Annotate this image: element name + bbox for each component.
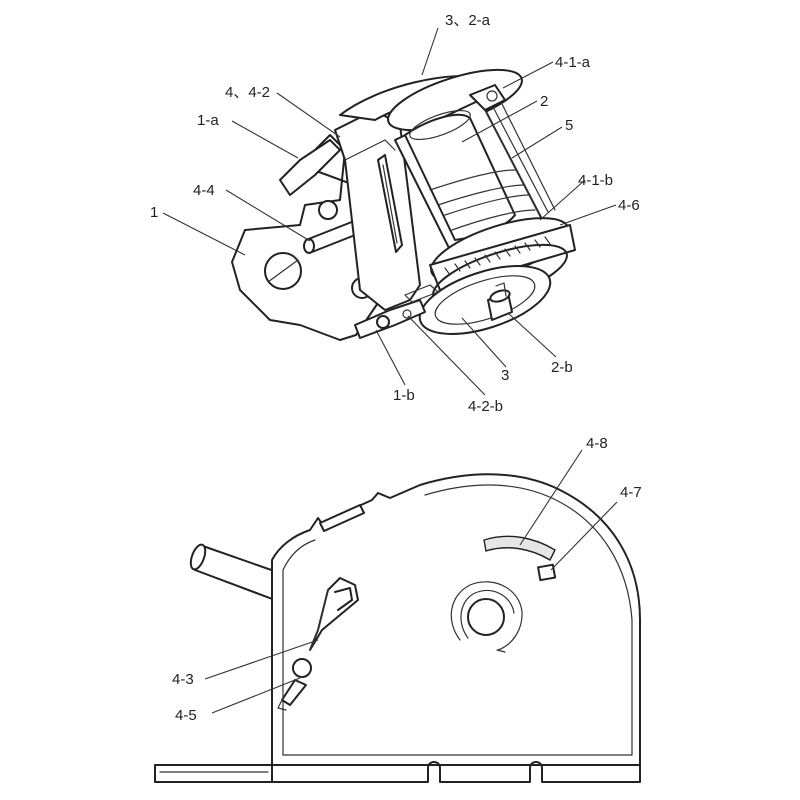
tab-1a <box>279 139 341 196</box>
label-2: 2 <box>540 93 548 110</box>
bottom-leaders <box>204 449 618 714</box>
label-4-4: 4-4 <box>193 182 215 199</box>
label-4-1a: 4-1-a <box>555 54 591 71</box>
bottom-labels: 4-8 4-7 4-3 4-5 <box>172 435 642 724</box>
label-1a: 1-a <box>197 112 219 129</box>
hub <box>450 581 523 653</box>
label-4-7: 4-7 <box>620 484 642 501</box>
label-3-2a: 3、2-a <box>445 12 491 29</box>
label-4-5: 4-5 <box>175 707 197 724</box>
label-1b: 1-b <box>393 387 415 404</box>
side-pin <box>189 543 281 601</box>
top-figure <box>231 68 576 341</box>
label-1: 1 <box>150 204 158 221</box>
bottom-edge <box>154 764 273 783</box>
label-4-2b: 4-2-b <box>468 398 503 415</box>
label-2b: 2-b <box>551 359 573 376</box>
top-slot <box>319 504 365 532</box>
bottom-disc <box>418 265 552 335</box>
arc-slot-4-8 <box>483 535 556 561</box>
shaft-2b <box>487 282 513 321</box>
latch-4-3 <box>277 577 359 711</box>
square-4-7 <box>537 563 557 582</box>
small-hole-upper <box>318 200 338 220</box>
label-4-4-2: 4、4-2 <box>225 84 270 101</box>
label-5: 5 <box>565 117 573 134</box>
bottom-tab-1b <box>354 284 439 339</box>
label-4-6: 4-6 <box>618 197 640 214</box>
top-leaders <box>162 27 617 396</box>
label-4-3: 4-3 <box>172 671 194 688</box>
label-4-1b: 4-1-b <box>578 172 613 189</box>
label-3: 3 <box>501 367 509 384</box>
spool-housing <box>339 68 576 335</box>
label-4-8: 4-8 <box>586 435 608 452</box>
bottom-figure <box>154 473 641 783</box>
top-labels: 3、2-a 4-1-a 4、4-2 2 1-a 5 4-4 4-1-b 1 4-… <box>150 12 640 415</box>
